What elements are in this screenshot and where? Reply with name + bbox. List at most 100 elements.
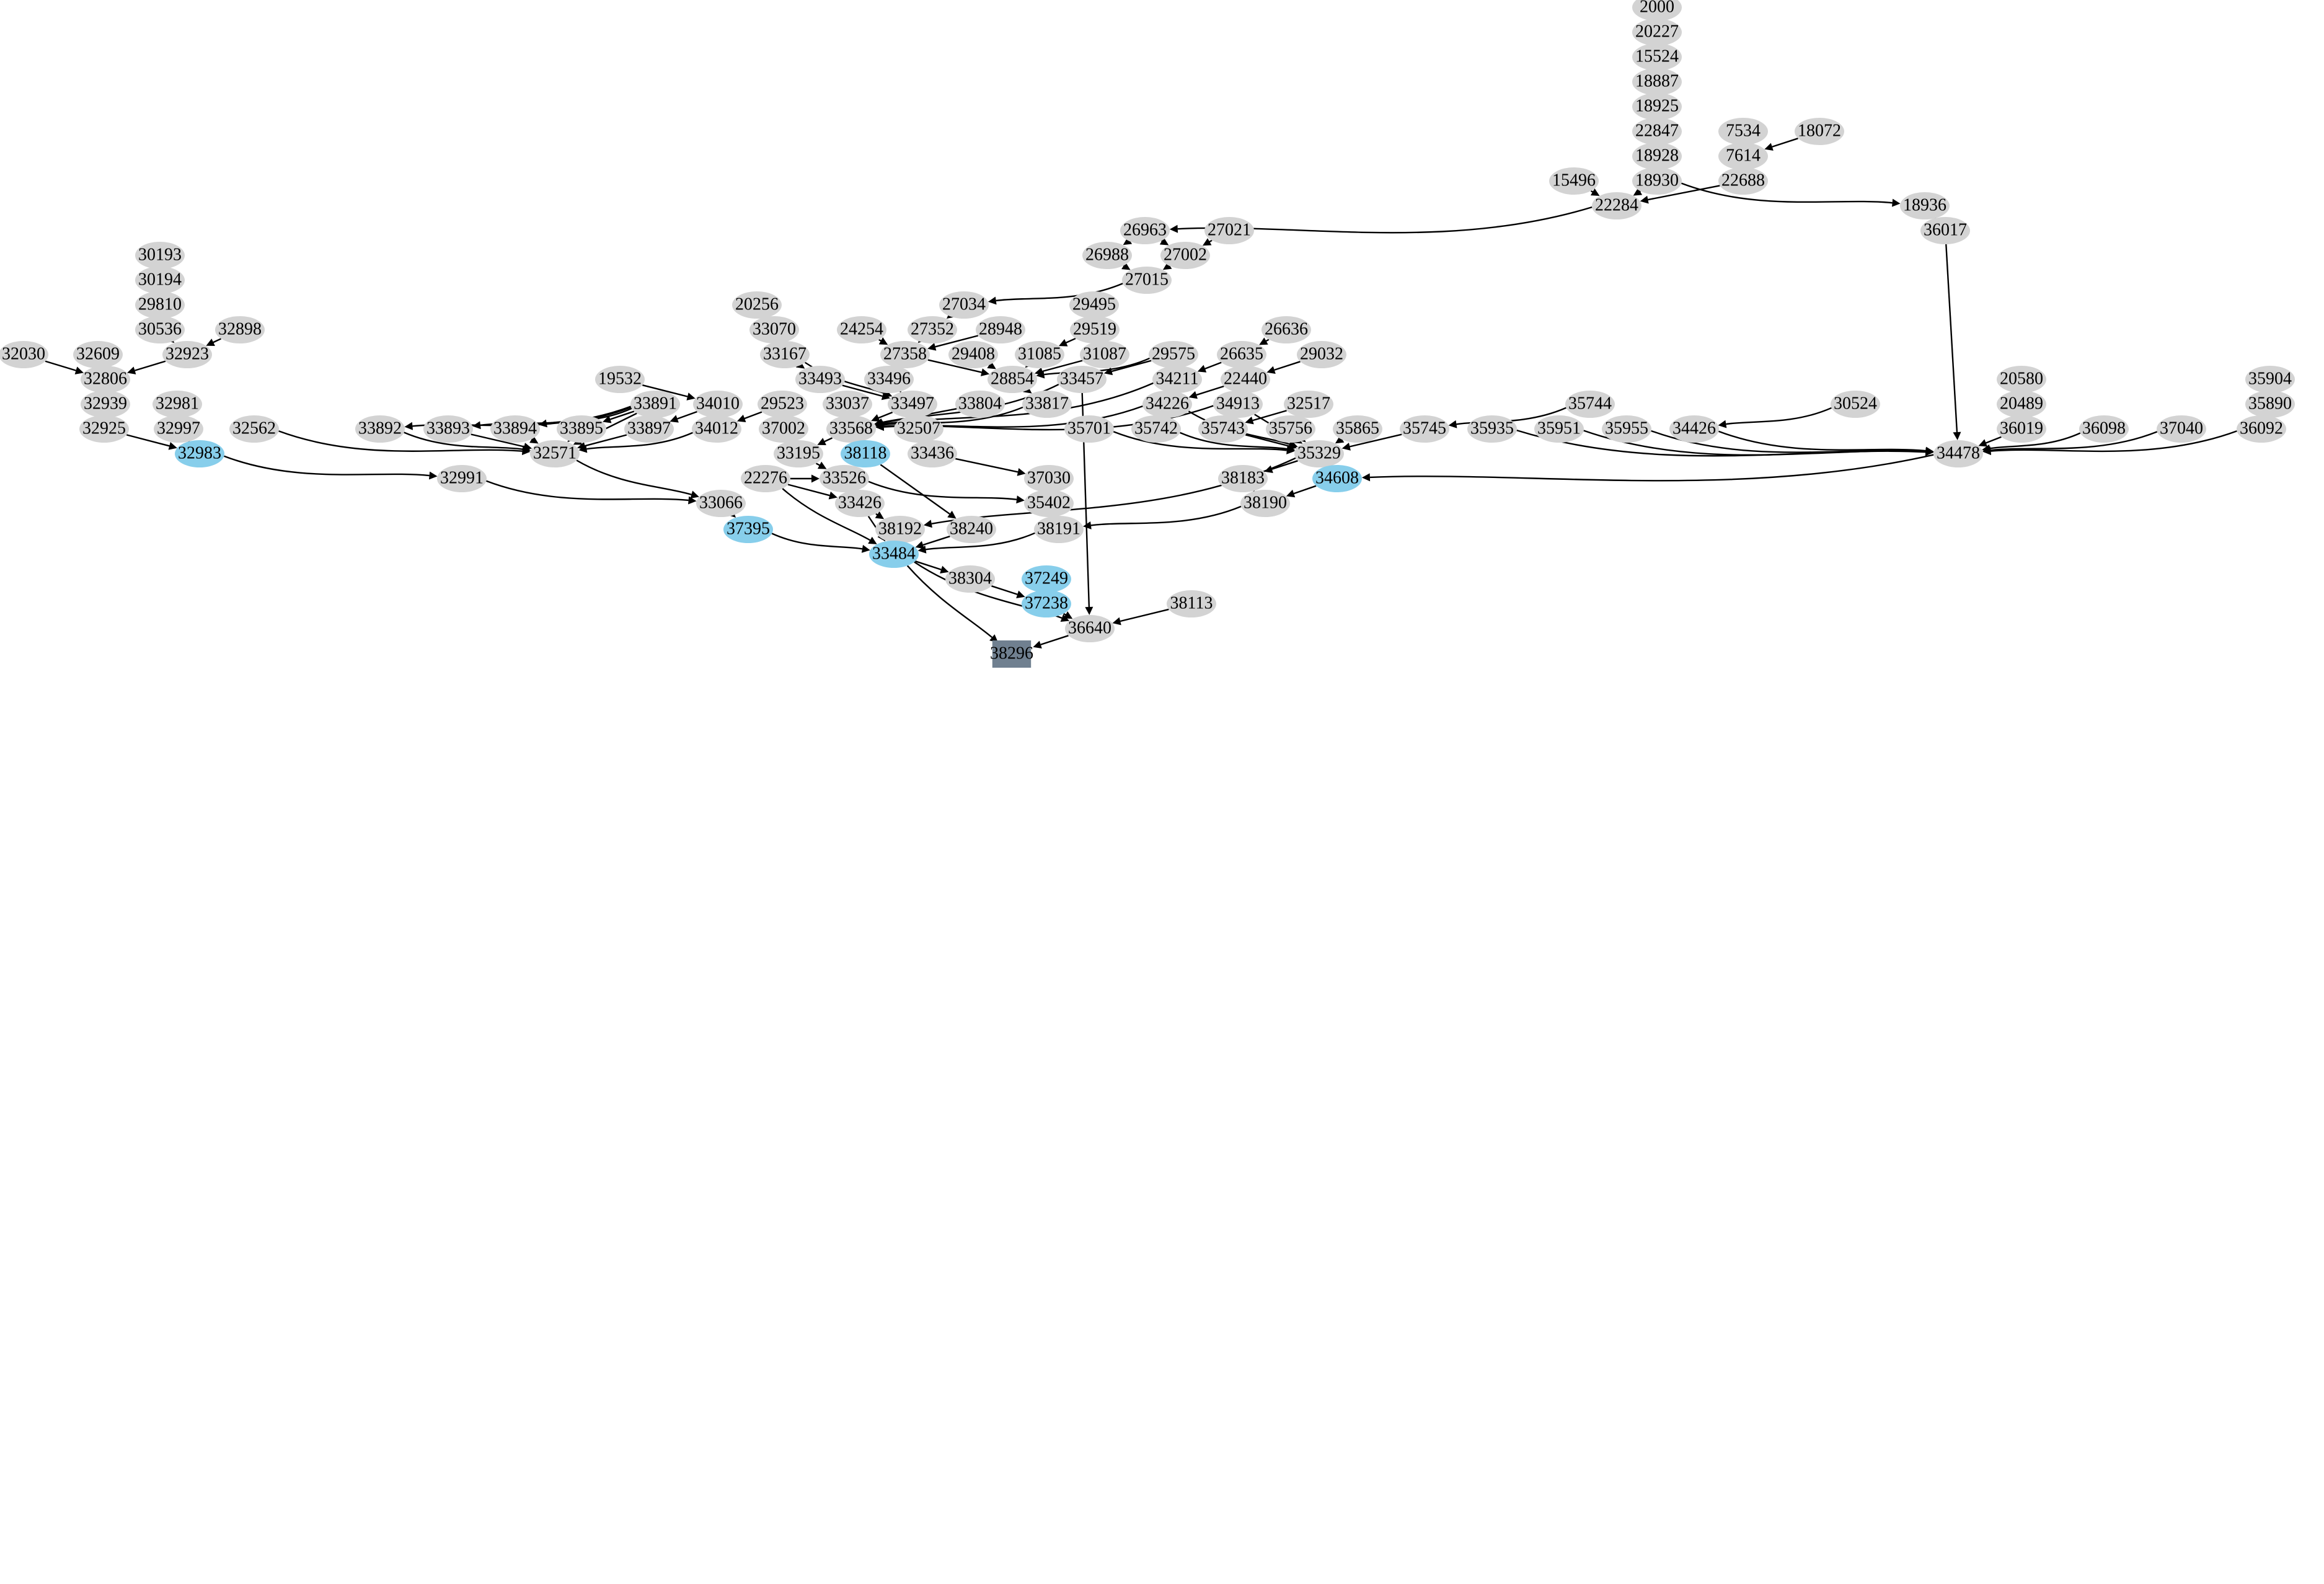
graph-node[interactable]: 35890 (2245, 391, 2295, 418)
graph-node[interactable]: 29575 (1149, 341, 1198, 368)
graph-node[interactable]: 35701 (1064, 415, 1114, 443)
graph-node[interactable]: 33037 (823, 391, 872, 418)
graph-node[interactable]: 29519 (1070, 316, 1120, 343)
node-shape-ellipse[interactable] (2237, 415, 2286, 443)
node-shape-ellipse[interactable] (1997, 415, 2046, 443)
graph-node[interactable]: 32507 (894, 415, 943, 443)
graph-node[interactable]: 38304 (945, 565, 995, 593)
graph-node[interactable]: 38296 (990, 640, 1033, 668)
node-shape-ellipse[interactable] (1718, 118, 1768, 145)
node-shape-ellipse[interactable] (841, 440, 890, 467)
graph-node[interactable]: 22440 (1221, 366, 1270, 393)
node-shape-ellipse[interactable] (1284, 391, 1333, 418)
graph-node[interactable]: 37040 (2157, 415, 2206, 443)
graph-node[interactable]: 26635 (1217, 341, 1266, 368)
graph-node[interactable]: 35904 (2245, 366, 2295, 393)
graph-node[interactable]: 20489 (1997, 391, 2046, 418)
node-shape-ellipse[interactable] (1795, 118, 1844, 145)
node-shape-ellipse[interactable] (135, 316, 185, 343)
graph-node[interactable]: 33897 (624, 415, 674, 443)
node-shape-ellipse[interactable] (1294, 440, 1344, 467)
graph-node[interactable]: 35743 (1198, 415, 1248, 443)
graph-node[interactable]: 36019 (1997, 415, 2046, 443)
graph-node[interactable]: 20256 (732, 291, 782, 319)
node-shape-ellipse[interactable] (162, 341, 212, 368)
node-shape-ellipse[interactable] (1022, 590, 1071, 617)
node-shape-ellipse[interactable] (1632, 167, 1682, 195)
graph-node[interactable]: 33436 (908, 440, 957, 467)
graph-node[interactable]: 33895 (557, 415, 606, 443)
graph-node[interactable]: 19532 (595, 366, 645, 393)
node-shape-ellipse[interactable] (1534, 415, 1584, 443)
graph-node[interactable]: 26988 (1082, 242, 1132, 269)
graph-node[interactable]: 35744 (1565, 391, 1615, 418)
graph-node[interactable]: 35951 (1534, 415, 1584, 443)
graph-node[interactable]: 30193 (135, 242, 185, 269)
node-shape-ellipse[interactable] (869, 541, 919, 568)
graph-node[interactable]: 32571 (530, 440, 580, 467)
node-shape-ellipse[interactable] (630, 391, 680, 418)
node-shape-ellipse[interactable] (741, 465, 790, 492)
node-shape-ellipse[interactable] (79, 415, 129, 443)
node-shape-ellipse[interactable] (135, 267, 185, 294)
node-shape-ellipse[interactable] (1297, 341, 1346, 368)
graph-node[interactable]: 33070 (749, 316, 799, 343)
node-shape-ellipse[interactable] (0, 341, 48, 368)
node-shape-ellipse[interactable] (1997, 391, 2046, 418)
graph-node[interactable]: 18887 (1632, 68, 1682, 95)
node-shape-ellipse[interactable] (864, 366, 914, 393)
node-shape-ellipse[interactable] (81, 366, 130, 393)
node-shape-ellipse[interactable] (175, 440, 224, 467)
node-shape-ellipse[interactable] (888, 391, 937, 418)
node-shape-ellipse[interactable] (1221, 366, 1270, 393)
graph-node[interactable]: 18930 (1632, 167, 1682, 195)
node-shape-ellipse[interactable] (1632, 0, 1682, 21)
graph-node[interactable]: 18072 (1795, 118, 1844, 145)
graph-node[interactable]: 32981 (152, 391, 202, 418)
node-shape-ellipse[interactable] (1261, 316, 1311, 343)
graph-node[interactable]: 36640 (1065, 615, 1115, 642)
graph-node[interactable]: 38118 (841, 440, 890, 467)
node-shape-ellipse[interactable] (1149, 341, 1198, 368)
node-shape-ellipse[interactable] (1022, 391, 1072, 418)
node-shape-ellipse[interactable] (1024, 490, 1074, 517)
graph-node[interactable]: 22276 (741, 465, 790, 492)
graph-node[interactable]: 35935 (1467, 415, 1517, 443)
node-shape-ellipse[interactable] (835, 490, 885, 517)
node-shape-ellipse[interactable] (1400, 415, 1449, 443)
graph-node[interactable]: 33817 (1022, 391, 1072, 418)
node-shape-ellipse[interactable] (1920, 217, 1970, 244)
graph-node[interactable]: 33526 (820, 465, 869, 492)
graph-node[interactable]: 36098 (2079, 415, 2129, 443)
graph-node[interactable]: 35745 (1400, 415, 1449, 443)
graph-node[interactable]: 26636 (1261, 316, 1311, 343)
node-shape-ellipse[interactable] (774, 440, 823, 467)
node-shape-ellipse[interactable] (1467, 415, 1517, 443)
graph-node[interactable]: 38191 (1034, 516, 1084, 543)
graph-node[interactable]: 34012 (692, 415, 741, 443)
graph-node[interactable]: 35955 (1602, 415, 1651, 443)
graph-node[interactable]: 35402 (1024, 490, 1074, 517)
node-shape-ellipse[interactable] (557, 415, 606, 443)
node-shape-ellipse[interactable] (1070, 316, 1120, 343)
graph-node[interactable]: 31085 (1015, 341, 1064, 368)
graph-node[interactable]: 2000 (1632, 0, 1682, 21)
graph-node[interactable]: 29408 (948, 341, 998, 368)
graph-node[interactable]: 33066 (696, 490, 746, 517)
graph-node[interactable]: 32898 (215, 316, 265, 343)
node-shape-ellipse[interactable] (1718, 167, 1768, 195)
node-shape-ellipse[interactable] (976, 316, 1025, 343)
node-shape-ellipse[interactable] (1592, 192, 1641, 219)
node-shape-ellipse[interactable] (1312, 465, 1362, 492)
node-shape-ellipse[interactable] (1213, 391, 1263, 418)
graph-node[interactable]: 22847 (1632, 118, 1682, 145)
node-shape-ellipse[interactable] (595, 366, 645, 393)
graph-node[interactable]: 32806 (81, 366, 130, 393)
node-shape-ellipse[interactable] (759, 415, 808, 443)
node-shape-ellipse[interactable] (2079, 415, 2129, 443)
node-shape-ellipse[interactable] (826, 415, 876, 443)
graph-node[interactable]: 22688 (1718, 167, 1768, 195)
graph-node[interactable]: 35742 (1131, 415, 1181, 443)
graph-node[interactable]: 35865 (1333, 415, 1382, 443)
node-shape-ellipse[interactable] (880, 341, 930, 368)
